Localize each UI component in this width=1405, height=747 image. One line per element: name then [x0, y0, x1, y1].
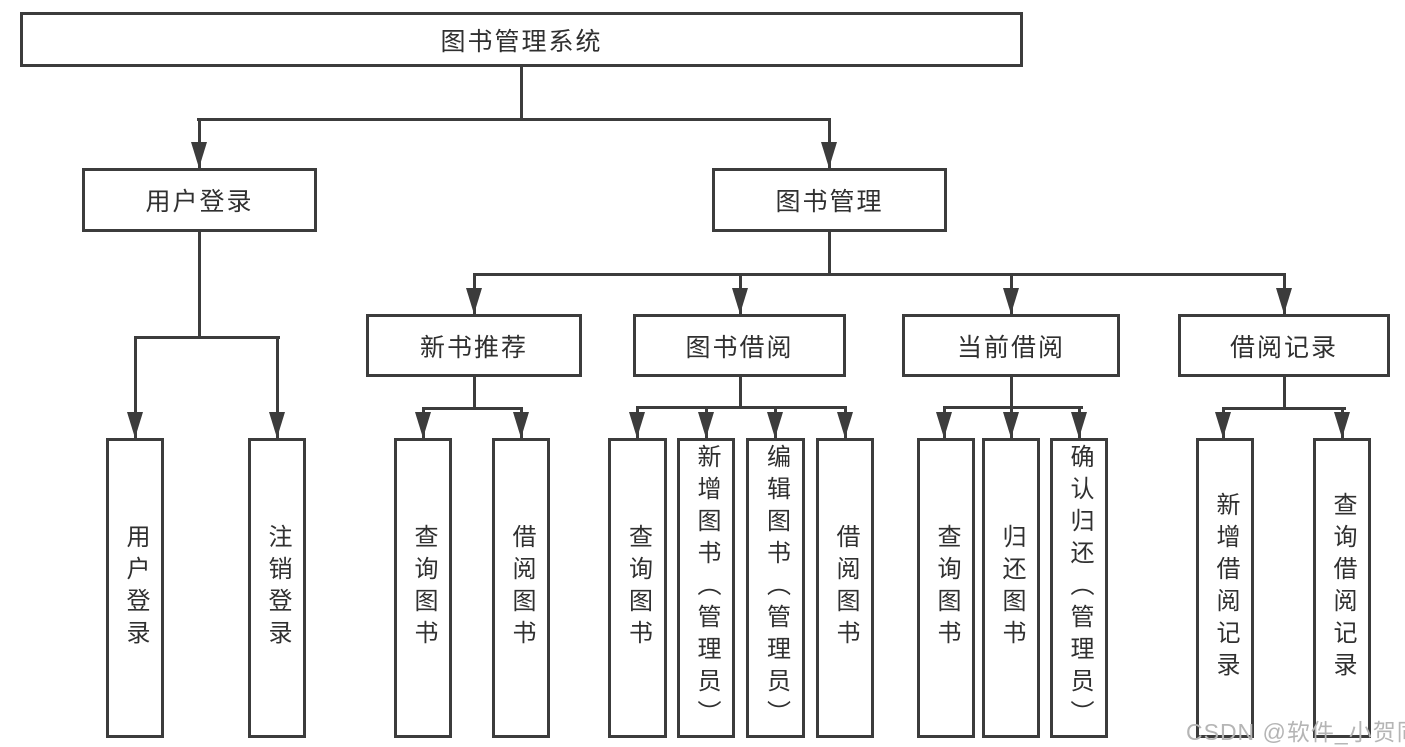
connector-h	[943, 406, 1083, 409]
arrowhead	[513, 412, 529, 438]
arrowhead	[767, 412, 783, 438]
leaf-add-borrow-record: 新增借阅记录	[1196, 438, 1254, 738]
arrowhead	[837, 412, 853, 438]
leaf-borrow-books-recommend: 借阅图书	[492, 438, 550, 738]
node-book-management: 图书管理	[712, 168, 947, 232]
node-new-book-recommend: 新书推荐	[366, 314, 582, 377]
arrowhead	[466, 288, 482, 314]
leaf-query-borrow-record: 查询借阅记录	[1313, 438, 1371, 738]
arrowhead	[415, 412, 431, 438]
node-current-borrow: 当前借阅	[902, 314, 1120, 377]
csdn-watermark: CSDN @软件_小贺同学	[1186, 719, 1405, 745]
connector-v	[1010, 377, 1013, 407]
leaf-query-books-current: 查询图书	[917, 438, 975, 738]
arrowhead	[1276, 288, 1292, 314]
arrowhead	[1215, 412, 1231, 438]
connector-v	[473, 377, 476, 408]
arrowhead	[1003, 412, 1019, 438]
leaf-confirm-return-admin: 确认归还（管理员）	[1050, 438, 1108, 738]
connector-h	[197, 118, 831, 121]
connector-h	[1222, 407, 1346, 410]
leaf-return-books: 归还图书	[982, 438, 1040, 738]
arrowhead	[698, 412, 714, 438]
arrowhead	[936, 412, 952, 438]
connector-v	[828, 232, 831, 274]
leaf-logout: 注销登录	[248, 438, 306, 738]
connector-v	[276, 336, 279, 438]
connector-h	[473, 273, 1286, 276]
arrowhead	[1003, 288, 1019, 314]
connector-v	[1283, 377, 1286, 408]
arrowhead	[629, 412, 645, 438]
connector-v	[134, 336, 137, 438]
leaf-query-books-borrow: 查询图书	[608, 438, 667, 738]
leaf-query-books-recommend: 查询图书	[394, 438, 452, 738]
arrowhead	[1334, 412, 1350, 438]
arrowhead	[1071, 412, 1087, 438]
leaf-borrow-books: 借阅图书	[816, 438, 874, 738]
connector-v	[198, 232, 201, 337]
leaf-user-login: 用户登录	[106, 438, 164, 738]
arrowhead	[127, 412, 143, 438]
arrowhead	[821, 142, 837, 168]
connector-h	[636, 406, 847, 409]
connector-h	[134, 336, 280, 339]
leaf-edit-books-admin: 编辑图书（管理员）	[746, 438, 805, 738]
node-borrow-records: 借阅记录	[1178, 314, 1390, 377]
connector-h	[422, 407, 523, 410]
node-book-borrow: 图书借阅	[633, 314, 846, 377]
node-user-login: 用户登录	[82, 168, 317, 232]
arrowhead	[191, 142, 207, 168]
connector-v	[520, 67, 523, 119]
leaf-add-books-admin: 新增图书（管理员）	[677, 438, 735, 738]
connector-v	[739, 377, 742, 407]
arrowhead	[269, 412, 285, 438]
node-library-system: 图书管理系统	[20, 12, 1023, 67]
arrowhead	[732, 288, 748, 314]
